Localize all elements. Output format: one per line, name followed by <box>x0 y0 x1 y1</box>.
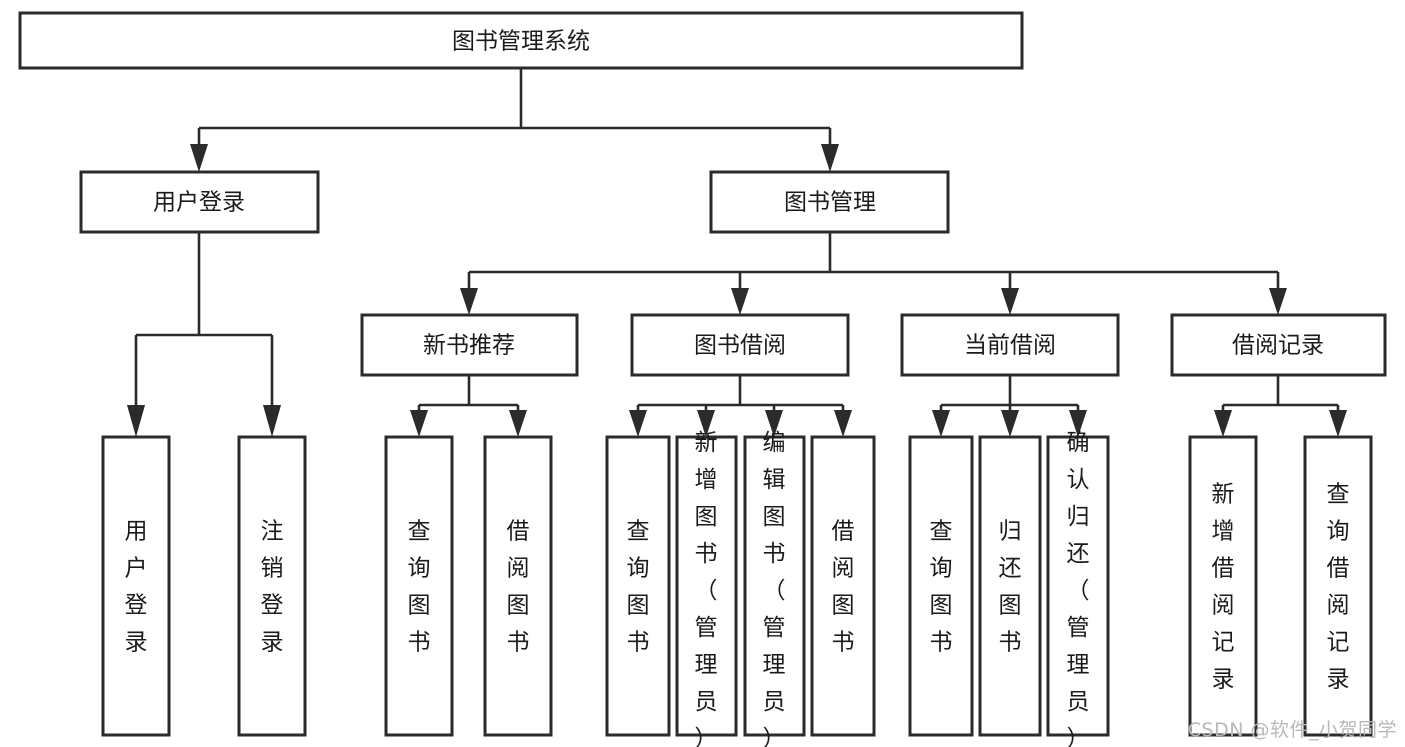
leaf-borrow-record-1-box[interactable] <box>1188 435 1258 737</box>
leaf-user-login-1-label: 用户登录 <box>125 519 148 656</box>
arrow-book-manage-to-current-borrow <box>1001 288 1019 315</box>
arrow-book-manage-to-new-book <box>460 288 478 315</box>
leaf-borrow-record-1-label: 新增借阅记录 <box>1212 482 1235 693</box>
arrow-book-borrow-leaf-1 <box>629 410 647 437</box>
leaf-new-book-2[interactable]: 借阅图书 <box>483 435 553 737</box>
node-book-borrow-box[interactable] <box>630 313 850 377</box>
arrow-root-to-book-manage <box>821 144 839 172</box>
node-borrow-record[interactable]: 借阅记录 <box>1170 313 1387 377</box>
node-book-manage-box[interactable] <box>709 170 950 234</box>
leaf-user-login-2[interactable]: 注销登录 <box>237 435 307 737</box>
leaf-book-borrow-2-label: 新增图书（管理员） <box>695 430 718 747</box>
arrow-borrow-record-leaf-1 <box>1214 410 1232 437</box>
leaf-book-borrow-4-box[interactable] <box>810 435 876 737</box>
arrow-new-book-leaf-1 <box>410 410 428 437</box>
leaf-current-borrow-3-label: 确认归还（管理员） <box>1067 430 1090 747</box>
leaf-book-borrow-2-box[interactable] <box>675 435 738 737</box>
leaf-current-borrow-1-label: 查询图书 <box>930 519 953 656</box>
leaf-book-borrow-1-label: 查询图书 <box>627 519 650 656</box>
arrow-user-login-leaf-2 <box>263 405 281 437</box>
node-user-login-label: 用户登录 <box>153 190 245 216</box>
node-current-borrow[interactable]: 当前借阅 <box>900 313 1120 377</box>
leaf-user-login-1-box[interactable] <box>101 435 171 737</box>
leaf-new-book-2-box[interactable] <box>483 435 553 737</box>
leaf-current-borrow-3[interactable]: 确认归还（管理员） <box>1046 430 1110 747</box>
leaf-current-borrow-3-box[interactable] <box>1046 435 1110 737</box>
leaf-new-book-2-label: 借阅图书 <box>507 519 530 656</box>
leaf-current-borrow-2-box[interactable] <box>978 435 1042 737</box>
leaf-user-login-1[interactable]: 用户登录 <box>101 435 171 737</box>
arrow-current-borrow-leaf-3 <box>1069 410 1087 437</box>
leaf-current-borrow-2-label: 归还图书 <box>999 519 1022 656</box>
node-current-borrow-box[interactable] <box>900 313 1120 377</box>
arrow-current-borrow-leaf-1 <box>932 410 950 437</box>
arrow-book-manage-to-book-borrow <box>731 288 749 315</box>
leaf-current-borrow-1[interactable]: 查询图书 <box>908 435 974 737</box>
leaf-borrow-record-1[interactable]: 新增借阅记录 <box>1188 435 1258 737</box>
node-user-login-box[interactable] <box>79 170 320 234</box>
node-book-manage-label: 图书管理 <box>784 190 876 216</box>
arrow-book-borrow-leaf-4 <box>834 410 852 437</box>
leaf-borrow-record-2-label: 查询借阅记录 <box>1327 482 1350 693</box>
node-book-borrow-label: 图书借阅 <box>694 333 786 359</box>
node-borrow-record-box[interactable] <box>1170 313 1387 377</box>
leaf-book-borrow-3-label: 编辑图书（管理员） <box>763 430 786 747</box>
arrow-current-borrow-leaf-2 <box>1001 410 1019 437</box>
leaf-current-borrow-1-box[interactable] <box>908 435 974 737</box>
node-book-manage[interactable]: 图书管理 <box>709 170 950 234</box>
node-root[interactable]: 图书管理系统 <box>18 11 1024 70</box>
leaf-borrow-record-2-box[interactable] <box>1303 435 1373 737</box>
leaf-borrow-record-2[interactable]: 查询借阅记录 <box>1303 435 1373 737</box>
leaf-current-borrow-2[interactable]: 归还图书 <box>978 435 1042 737</box>
node-new-book-recommend-label: 新书推荐 <box>423 333 515 359</box>
node-book-borrow[interactable]: 图书借阅 <box>630 313 850 377</box>
arrow-root-to-user-login <box>190 144 208 172</box>
arrow-borrow-record-leaf-2 <box>1329 410 1347 437</box>
node-root-label: 图书管理系统 <box>452 29 590 55</box>
arrow-user-login-leaf-1 <box>127 405 145 437</box>
leaf-new-book-1[interactable]: 查询图书 <box>384 435 454 737</box>
node-new-book-recommend[interactable]: 新书推荐 <box>360 313 579 377</box>
leaf-book-borrow-4-label: 借阅图书 <box>832 519 855 656</box>
leaf-book-borrow-3[interactable]: 编辑图书（管理员） <box>743 430 806 747</box>
node-user-login[interactable]: 用户登录 <box>79 170 320 234</box>
leaf-book-borrow-3-box[interactable] <box>743 435 806 737</box>
leaf-new-book-1-box[interactable] <box>384 435 454 737</box>
node-root-box[interactable] <box>18 11 1024 70</box>
arrow-book-borrow-leaf-2 <box>697 410 715 437</box>
arrow-book-manage-to-borrow-record <box>1269 288 1287 315</box>
leaf-user-login-2-label: 注销登录 <box>261 519 284 656</box>
leaf-book-borrow-1[interactable]: 查询图书 <box>605 435 671 737</box>
connectors-layer <box>127 68 1347 437</box>
leaf-new-book-1-label: 查询图书 <box>408 519 431 656</box>
arrow-new-book-leaf-2 <box>509 410 527 437</box>
arrow-book-borrow-leaf-3 <box>765 410 783 437</box>
node-borrow-record-label: 借阅记录 <box>1232 333 1324 359</box>
leaf-book-borrow-4[interactable]: 借阅图书 <box>810 435 876 737</box>
leaf-user-login-2-box[interactable] <box>237 435 307 737</box>
leaf-book-borrow-2[interactable]: 新增图书（管理员） <box>675 430 738 747</box>
node-new-book-recommend-box[interactable] <box>360 313 579 377</box>
leaf-book-borrow-1-box[interactable] <box>605 435 671 737</box>
node-current-borrow-label: 当前借阅 <box>964 333 1056 359</box>
